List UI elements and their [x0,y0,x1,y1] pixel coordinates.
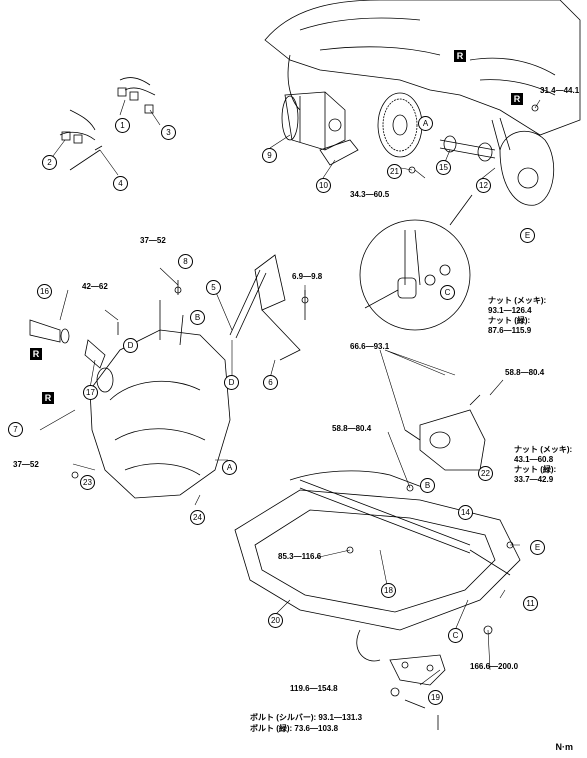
nut-detail-green-value: 87.6—115.9 [488,326,532,335]
torque-85-116: 85.3—116.6 [278,552,322,561]
marker-d-transaxle: D [123,338,138,353]
callout-4: 4 [113,176,128,191]
bolt-note-silver: ボルト (シルバー): 93.1—131.3 [250,713,363,722]
callout-20: 20 [268,613,283,628]
heat-shield [319,139,359,166]
replace-mark-4: R [42,392,54,404]
detail-circle [359,194,473,331]
nut-detail-plated-value: 93.1—126.4 [488,306,532,315]
torque-166-200: 166.6—200.0 [470,662,519,671]
torque-42-62: 42—62 [82,282,108,291]
marker-c-crossmember: C [448,628,463,643]
nut-right-plated-value: 43.1—60.8 [514,455,554,464]
callout-10: 10 [316,178,331,193]
nut-right-plated-label: ナット (メッキ): [514,445,573,454]
replace-mark-1: R [454,50,466,62]
callout-11: 11 [523,596,538,611]
bolts [71,104,539,730]
marker-b-mount: B [420,478,435,493]
leader-lines [39,99,541,686]
engine-mount [404,394,486,471]
torque-66-93: 66.6—93.1 [350,342,390,351]
torque-37-52-top: 37—52 [140,236,166,245]
callout-17: 17 [83,385,98,400]
marker-a-left: A [222,460,237,475]
torque-58-80-right: 58.8—80.4 [505,368,545,377]
marker-b-left: B [190,310,205,325]
steering-rack [299,479,511,576]
callout-14: 14 [458,505,473,520]
nut-detail-green-label: ナット (緑): [488,316,531,325]
torque-119-154: 119.6—154.8 [290,684,338,693]
torque-6-9: 6.9—9.8 [292,272,323,281]
unit-label: N·m [555,742,574,752]
shift-cable [229,254,301,361]
nut-detail-plated-label: ナット (メッキ): [488,296,547,305]
callout-24: 24 [190,510,205,525]
torque-34-60: 34.3—60.5 [350,190,390,199]
callout-23: 23 [80,475,95,490]
marker-a-top: A [418,116,433,131]
torque-58-80-left: 58.8—80.4 [332,424,372,433]
callout-12: 12 [476,178,491,193]
callout-21: 21 [387,164,402,179]
transaxle [89,300,231,499]
callout-3: 3 [161,125,176,140]
drive-shaft [439,135,496,162]
starter-motor [281,91,346,151]
torque-37-52-bottom: 37—52 [13,460,39,469]
engine-block [264,0,581,136]
marker-e-knuckle: E [520,228,535,243]
crossmember [234,470,521,662]
marker-d-cable: D [224,375,239,390]
callout-5: 5 [206,280,221,295]
torque-31-44: 31.4—44.1 [540,86,580,95]
replace-mark-2: R [511,93,523,105]
callout-1: 1 [115,118,130,133]
marker-c-detail: C [440,285,455,300]
replace-mark-3: R [30,348,42,360]
wiring-harness [59,77,156,171]
callout-16: 16 [37,284,52,299]
marker-e-rack: E [530,540,545,555]
nut-right-green-label: ナット (緑): [514,465,557,474]
callout-15: 15 [436,160,451,175]
callout-18: 18 [381,583,396,598]
callout-7: 7 [8,422,23,437]
flywheel [377,92,423,158]
bolt-note-green: ボルト (緑): 73.6—103.8 [250,724,339,733]
lower-bracket [389,654,446,686]
callout-2: 2 [42,155,57,170]
callout-6: 6 [263,375,278,390]
callout-8: 8 [178,254,193,269]
knuckle [491,117,555,206]
callout-9: 9 [262,148,277,163]
nut-right-green-value: 33.7—42.9 [514,475,554,484]
callout-22: 22 [478,466,493,481]
shaft-seal [29,319,106,369]
callout-19: 19 [428,690,443,705]
